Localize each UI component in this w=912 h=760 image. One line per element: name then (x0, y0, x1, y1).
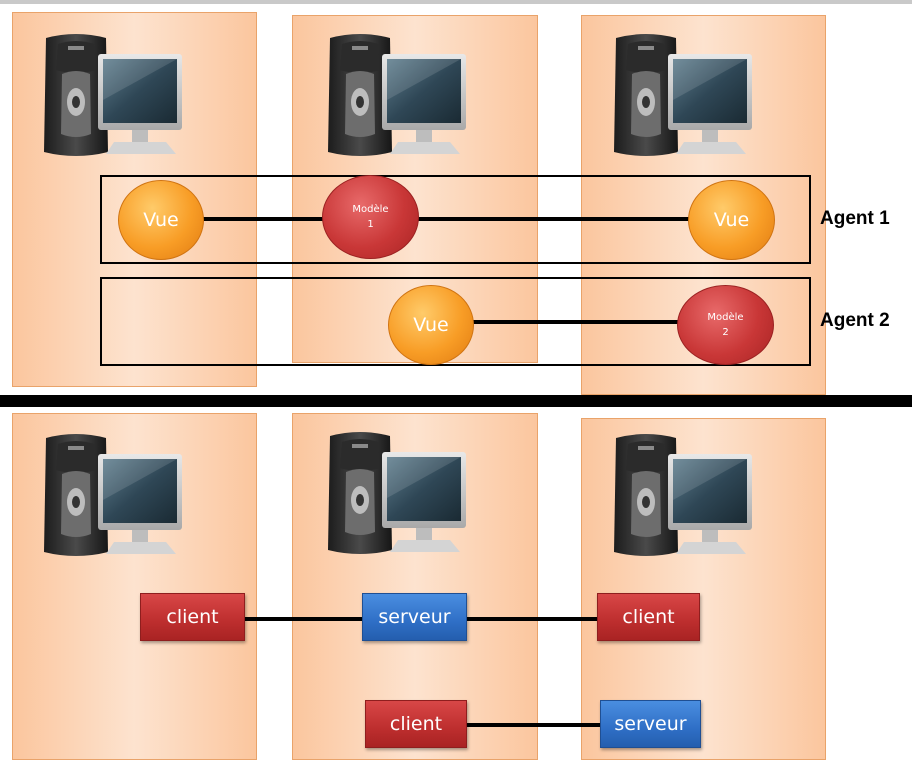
computer-icon (36, 30, 186, 160)
top-border (0, 0, 912, 4)
section-divider (0, 395, 912, 407)
agent-2-label: Agent 2 (820, 310, 890, 331)
client-box-right: client (597, 593, 700, 641)
computer-icon (36, 430, 186, 560)
server-box-bottom: serveur (600, 700, 701, 748)
client-server-link-right (466, 617, 601, 621)
agent-1-view-right: Vue (688, 180, 775, 260)
server-box: serveur (362, 593, 467, 641)
client-server-link-bottom (466, 723, 601, 727)
agent-2-link (468, 320, 683, 324)
agent-2-box (100, 277, 811, 366)
computer-icon (320, 428, 470, 558)
client-server-link-left (244, 617, 366, 621)
agent-1-link-right (415, 217, 695, 221)
computer-icon (606, 30, 756, 160)
agent-1-model: Modèle 1 (322, 175, 419, 259)
computer-icon (320, 30, 470, 160)
agent-2-view: Vue (388, 285, 474, 365)
client-box-left: client (140, 593, 245, 641)
client-box-bottom: client (365, 700, 467, 748)
computer-icon (606, 430, 756, 560)
agent-1-view-left: Vue (118, 180, 204, 260)
agent-1-label: Agent 1 (820, 208, 890, 229)
agent-2-model: Modèle 2 (677, 285, 774, 365)
agent-1-link-left (200, 217, 330, 221)
agent-1-box (100, 175, 811, 264)
